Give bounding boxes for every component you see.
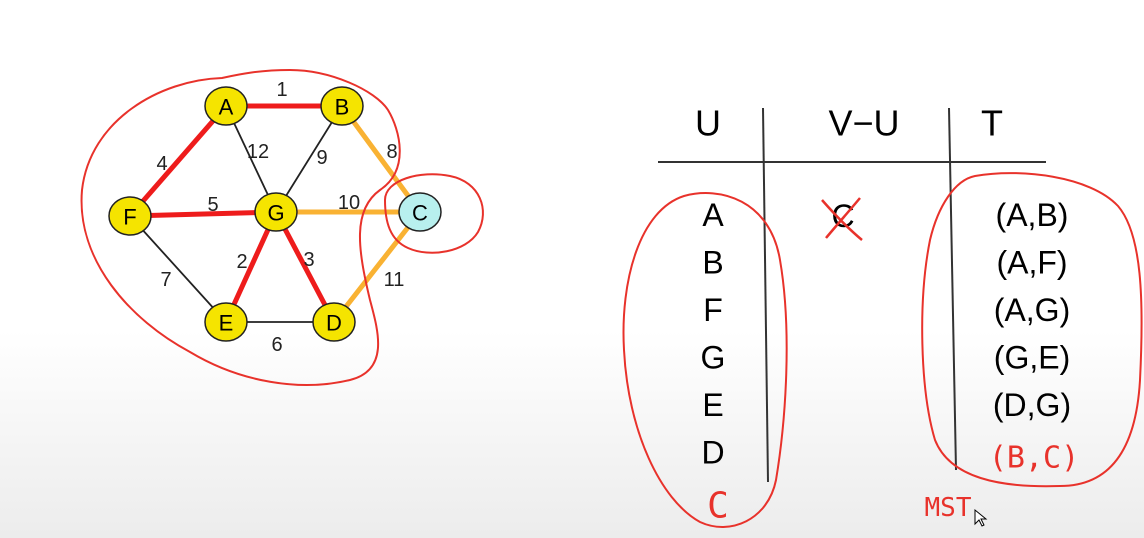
- edge-f-g: [127, 209, 279, 219]
- t-added-bc: (B,C): [989, 441, 1079, 476]
- node-f: F: [108, 196, 152, 236]
- vu-strike-mark: [821, 197, 863, 241]
- edge-g-e: [223, 209, 279, 325]
- edge-d-c: [331, 209, 423, 325]
- node-b: B: [320, 86, 364, 126]
- node-d: D: [312, 302, 356, 342]
- weight-a-b: 1: [276, 79, 287, 101]
- node-g-label: G: [267, 201, 284, 226]
- edge-a-f: [127, 103, 229, 219]
- header-t: T: [981, 103, 1003, 144]
- node-a-label: A: [219, 95, 234, 120]
- t-value: (G,E): [994, 340, 1070, 376]
- u-value: B: [702, 245, 723, 281]
- edge-weights: 1 4 12 9 8 5 10 7 2 3 6 11: [156, 79, 404, 356]
- table-divider-2: [948, 107, 957, 471]
- node-f-circle: [108, 196, 152, 236]
- node-f-label: F: [123, 205, 136, 230]
- weight-f-g: 5: [207, 194, 218, 216]
- u-value: D: [701, 435, 724, 471]
- u-value: G: [701, 340, 726, 376]
- mouse-cursor-icon: [974, 508, 988, 527]
- edge-b-c: [339, 103, 423, 215]
- node-e-circle: [204, 302, 248, 342]
- weight-g-c: 10: [338, 192, 360, 214]
- t-column-annotation: [921, 172, 1143, 488]
- t-value: (A,F): [996, 245, 1067, 281]
- header-v-minus-u: V−U: [828, 103, 899, 144]
- t-column: (A,B) (A,F) (A,G) (G,E) (D,G): [993, 197, 1071, 423]
- u-value: E: [702, 387, 723, 423]
- node-e: E: [204, 302, 248, 342]
- node-d-label: D: [326, 311, 342, 336]
- node-e-label: E: [219, 311, 234, 336]
- weight-d-c: 11: [384, 269, 405, 291]
- weight-g-d: 3: [303, 249, 314, 271]
- c-circle-annotation: [383, 173, 484, 254]
- node-c: C: [398, 192, 442, 232]
- u-added-c: C: [707, 486, 729, 527]
- u-value: F: [703, 292, 723, 328]
- node-g-circle: [254, 192, 298, 232]
- graph-nodes: A B C D E F G: [108, 86, 442, 342]
- tree-boundary-annotation: [80, 68, 401, 386]
- edge-b-g: [275, 105, 343, 213]
- edge-g-d: [273, 209, 337, 325]
- node-d-circle: [312, 302, 356, 342]
- weight-g-e: 2: [236, 251, 247, 273]
- weight-b-c: 8: [386, 141, 397, 163]
- weight-a-g: 12: [247, 141, 269, 163]
- node-b-label: B: [335, 95, 350, 120]
- t-value: (A,G): [994, 292, 1070, 328]
- weight-f-e: 7: [160, 269, 171, 291]
- u-value: A: [702, 197, 724, 233]
- edge-f-e: [129, 215, 227, 323]
- weight-a-f: 4: [156, 153, 167, 175]
- node-c-circle: [398, 192, 442, 232]
- t-value: (D,G): [993, 387, 1071, 423]
- weight-e-d: 6: [271, 334, 282, 356]
- u-column-annotation: [622, 192, 788, 528]
- node-a: A: [204, 86, 248, 126]
- weight-b-g: 9: [316, 147, 327, 169]
- header-u: U: [695, 103, 721, 144]
- mst-note: MST: [925, 493, 972, 523]
- node-b-circle: [320, 86, 364, 126]
- t-value: (A,B): [996, 197, 1069, 233]
- table-divider-1: [762, 107, 769, 483]
- node-c-label: C: [412, 201, 428, 226]
- node-g: G: [254, 192, 298, 232]
- node-a-circle: [204, 86, 248, 126]
